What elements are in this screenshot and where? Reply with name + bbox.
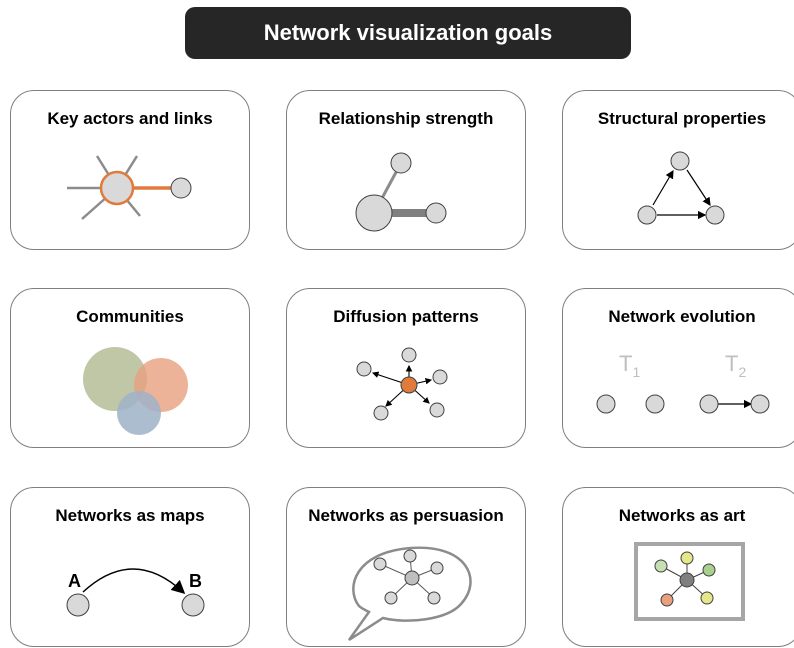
communities-diagram [83,347,188,435]
node [700,591,714,605]
card-structural-properties: Structural properties [562,90,794,250]
edge [652,169,674,206]
source-node [400,376,418,394]
node [670,151,690,171]
node-label-b: B [189,571,202,591]
node [403,549,417,563]
node [373,405,389,421]
node-label-a: A [68,571,81,591]
network-evolution-diagram: T1 T2 [596,351,770,414]
node [356,361,372,377]
edge [686,169,711,207]
card-label: Diffusion patterns [333,307,479,326]
diffusion-patterns-diagram [356,347,448,421]
node [373,557,387,571]
card-networks-as-maps: Networks as maps A B [10,487,250,647]
page-title: Network visualization goals [185,7,631,59]
node [705,205,725,225]
networks-as-art-diagram [634,542,745,621]
node [596,394,616,414]
card-networks-as-persuasion: Networks as persuasion [286,487,526,647]
card-label: Networks as maps [55,506,205,525]
central-node [404,570,420,586]
key-actors-diagram [67,155,192,220]
node [430,561,444,575]
edge [82,568,186,595]
node [660,593,674,607]
node [654,559,668,573]
card-communities: Communities [10,288,250,448]
card-diffusion-patterns: Diffusion patterns [286,288,526,448]
node [390,152,412,174]
card-label: Communities [76,307,184,326]
node [429,402,445,418]
card-label: Key actors and links [47,109,213,128]
node [425,202,447,224]
node [427,591,441,605]
node [702,563,716,577]
node [637,205,657,225]
node [355,194,393,232]
community-circle [117,391,161,435]
node [170,177,192,199]
card-label: Structural properties [597,109,767,128]
node-b [181,593,205,617]
node [750,394,770,414]
time-label-t1: T1 [619,351,640,380]
node [645,394,665,414]
card-network-evolution: Network evolution T1 T2 [562,288,794,448]
card-label: Relationship strength [318,109,494,128]
node-a [66,593,90,617]
card-label: Networks as art [618,506,746,525]
structural-properties-diagram [637,151,725,225]
relationship-strength-diagram [355,152,447,232]
time-label-t2: T2 [725,351,746,380]
node [384,591,398,605]
card-relationship-strength: Relationship strength [286,90,526,250]
card-label: Networks as persuasion [308,506,504,525]
card-key-actors: Key actors and links [10,90,250,250]
node [699,394,719,414]
node [432,369,448,385]
networks-as-maps-diagram: A B [66,568,205,617]
node [680,551,694,565]
node [401,347,417,363]
central-node [679,572,695,588]
card-label: Network evolution [608,307,756,326]
card-networks-as-art: Networks as art [562,487,794,647]
networks-as-persuasion-diagram [347,546,472,642]
central-node [99,170,135,206]
